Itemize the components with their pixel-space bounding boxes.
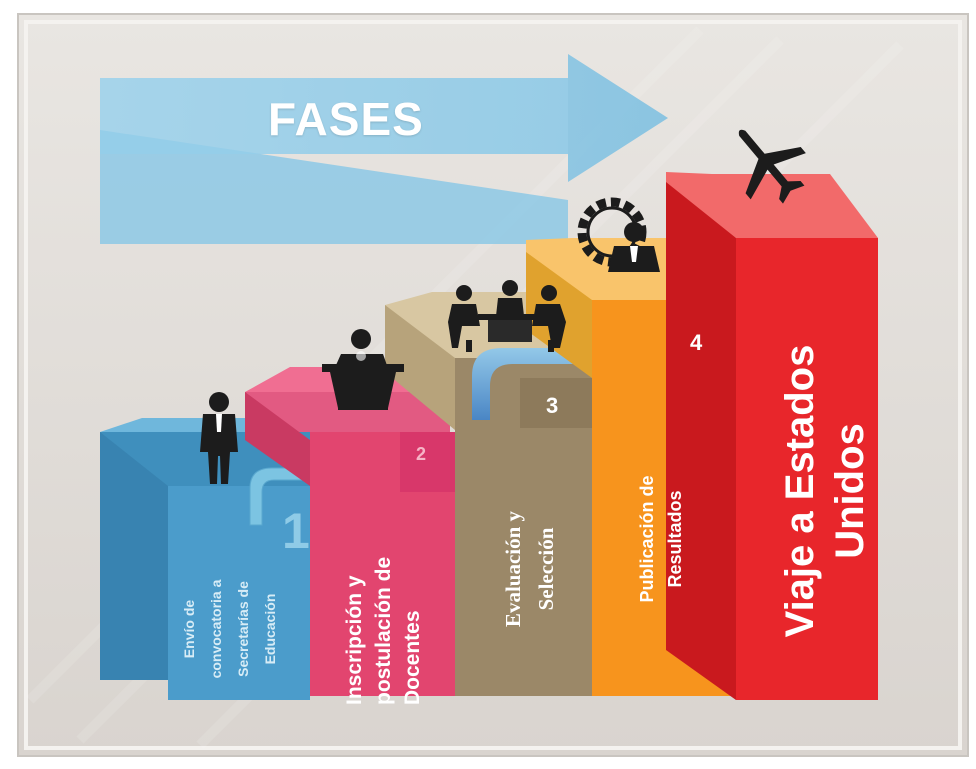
podium-speaker-icon — [322, 329, 404, 410]
step-5-label: Viaje a Estados Unidos — [778, 344, 872, 638]
gear-person-icon — [577, 197, 660, 272]
step-3-number: 3 — [546, 393, 559, 418]
step-5-block — [666, 172, 878, 700]
phases-title: FASES — [268, 93, 424, 145]
step-3-label: Evaluación y Selección — [501, 510, 558, 628]
meeting-table-icon — [448, 280, 566, 352]
step-4-label: Publicación de Resultados — [637, 475, 685, 603]
airplane-icon — [738, 129, 806, 204]
step-1-number: 1 — [282, 503, 310, 559]
step-4-number: 4 — [690, 330, 703, 355]
step-2-number: 2 — [416, 444, 427, 464]
step-1-label: Envío de convocatoria a Secretarías de E… — [181, 579, 278, 679]
phases-arrow — [100, 54, 668, 244]
step-2-label: Inscripción y postulación de Docentes — [343, 556, 424, 705]
person-icon — [200, 392, 238, 484]
